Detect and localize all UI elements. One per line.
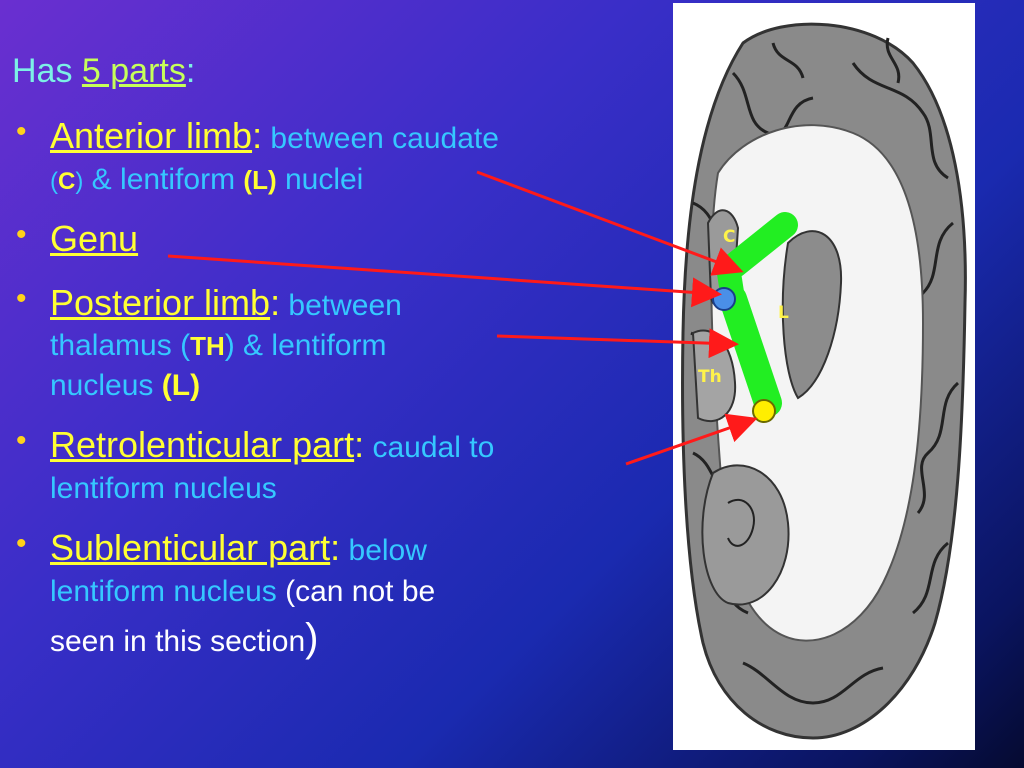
bullet-dot: • — [16, 424, 27, 458]
term-genu: Genu — [50, 218, 139, 260]
paren-close: ) — [75, 167, 84, 195]
bullet-dot: • — [16, 527, 27, 561]
desc-text: nuclei — [276, 162, 364, 196]
note-text: (can not be — [276, 574, 436, 608]
desc-text: ) & lentiform — [224, 329, 387, 363]
paren-open: ( — [50, 167, 58, 195]
label-th: Th — [698, 367, 722, 387]
desc-text: caudal to — [364, 431, 495, 465]
desc-text: lentiform nucleus — [50, 471, 277, 505]
parts-list: • Anterior limb: between caudate (C) & l… — [12, 112, 652, 680]
bullet-posterior-limb: • Posterior limb: between thalamus (TH) … — [12, 279, 652, 406]
desc-text: thalamus ( — [50, 329, 191, 363]
desc-text: nucleus — [50, 368, 162, 402]
term-sublenticular: Sublenticular part — [50, 527, 331, 569]
internal-capsule-posterior-limb — [719, 285, 782, 417]
genu-dot — [712, 287, 736, 311]
bullet-dot: • — [16, 218, 27, 252]
abbr-l: (L) — [161, 368, 201, 402]
bullet-dot: • — [16, 115, 27, 148]
five-parts-link[interactable]: 5 parts — [81, 52, 186, 90]
bullet-retrolenticular: • Retrolenticular part: caudal to lentif… — [12, 421, 652, 508]
retrolenticular-dot — [752, 399, 776, 423]
desc-text: between caudate — [262, 122, 499, 155]
colon: : — [270, 281, 281, 323]
desc-text: below — [340, 534, 427, 568]
bullet-dot: • — [16, 281, 27, 315]
label-l: L — [778, 303, 789, 323]
bullet-genu: • Genu — [12, 215, 652, 263]
term-posterior-limb: Posterior limb — [50, 281, 271, 323]
lentiform-nucleus — [781, 230, 843, 400]
note-text: seen in this section — [50, 624, 306, 658]
heading-colon: : — [185, 52, 196, 90]
abbr-th: TH — [190, 331, 225, 362]
colon: : — [252, 115, 263, 156]
paren-close: ) — [305, 615, 319, 660]
term-anterior-limb: Anterior limb — [50, 115, 253, 156]
desc-text: between — [280, 288, 402, 322]
posterior-region — [701, 464, 790, 606]
desc-text: lentiform nucleus — [50, 574, 277, 608]
brain-section-image: C L Th — [673, 3, 975, 750]
bullet-anterior-limb: • Anterior limb: between caudate (C) & l… — [12, 112, 652, 199]
term-retrolenticular: Retrolenticular part — [50, 424, 355, 466]
heading: Has 5 parts: — [12, 52, 195, 91]
label-c: C — [723, 227, 736, 247]
brain-drawing — [681, 22, 967, 740]
desc-text: & lentiform — [83, 162, 244, 196]
colon: : — [330, 527, 341, 569]
abbr-c: C — [58, 167, 76, 195]
abbr-l: (L) — [243, 164, 277, 195]
heading-prefix: Has — [12, 52, 82, 90]
bullet-sublenticular: • Sublenticular part: below lentiform nu… — [12, 524, 652, 664]
colon: : — [354, 424, 365, 466]
